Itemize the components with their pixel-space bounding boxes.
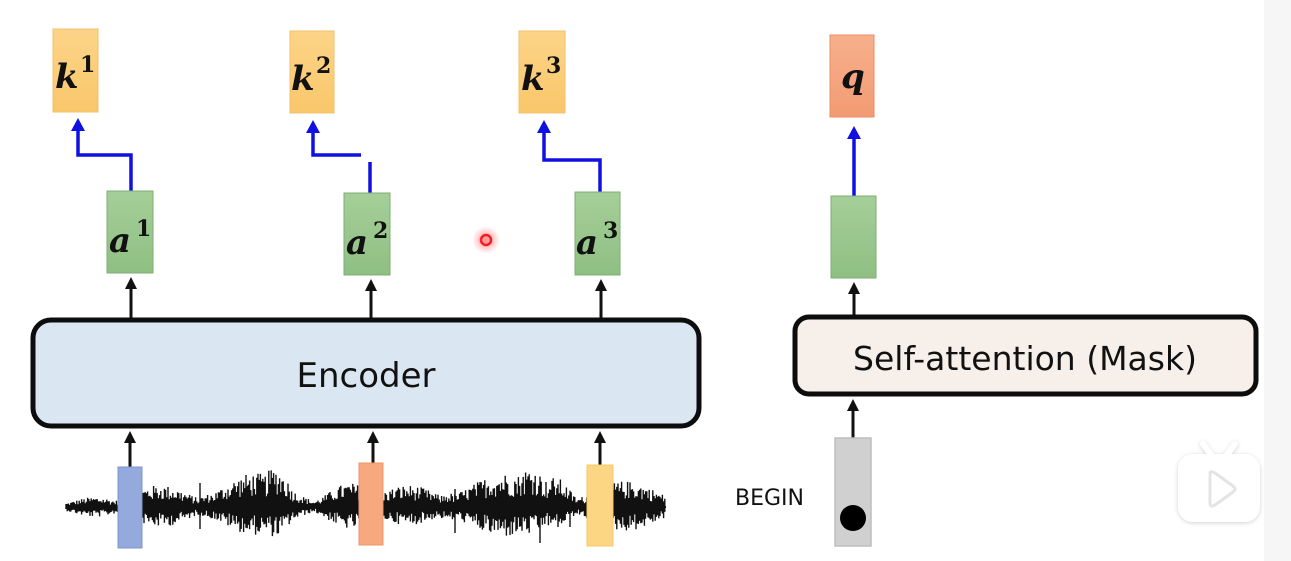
- vector-a3-symbol: a: [576, 223, 598, 263]
- begin-dot-icon: [840, 505, 866, 531]
- key-k1-index: 1: [80, 52, 95, 78]
- key-k3: k 3: [518, 30, 566, 114]
- key-k2-symbol: k: [291, 59, 315, 99]
- vector-a2-symbol: a: [346, 223, 368, 263]
- begin-token: [834, 437, 872, 547]
- black-arrows: [128, 288, 856, 467]
- tv-play-icon[interactable]: [1178, 441, 1260, 522]
- arrow-a3-to-k3: [542, 132, 602, 192]
- self-attention-label: Self-attention (Mask): [853, 339, 1197, 378]
- begin-label: BEGIN: [735, 486, 804, 511]
- vector-a1-symbol: a: [109, 221, 131, 261]
- key-k1-symbol: k: [55, 57, 79, 97]
- self-attention-block: Self-attention (Mask): [792, 314, 1259, 397]
- input-frame-1: [117, 466, 143, 549]
- arrow-a1-to-k1: [76, 130, 133, 191]
- key-k3-index: 3: [546, 53, 561, 79]
- right-edge-strip: [1264, 0, 1291, 561]
- key-k2: k 2: [289, 30, 335, 114]
- input-frame-3: [586, 464, 614, 547]
- key-k1: k 1: [52, 28, 99, 113]
- laser-pointer-dot: [472, 226, 500, 254]
- key-k2-index: 2: [316, 53, 331, 79]
- arrow-a2-to-k2-upper: [311, 132, 361, 157]
- vector-a1: a 1: [106, 190, 154, 274]
- vector-a3: a 3: [574, 191, 621, 276]
- blue-arrows: [76, 130, 856, 196]
- blue-arrowheads: [71, 118, 861, 139]
- vector-a3-index: 3: [603, 218, 618, 244]
- vector-a1-index: 1: [136, 216, 151, 242]
- key-k3-symbol: k: [521, 59, 545, 99]
- vector-a2: a 2: [343, 192, 391, 276]
- query-symbol: q: [841, 57, 865, 97]
- input-frame-2: [358, 462, 384, 546]
- encoder-label: Encoder: [296, 356, 435, 396]
- black-arrowheads: [124, 277, 860, 443]
- query-q: q: [829, 34, 875, 118]
- vector-a2-index: 2: [373, 218, 388, 244]
- decoder-output-vector: [830, 195, 877, 279]
- encoder-block: Encoder: [30, 317, 702, 429]
